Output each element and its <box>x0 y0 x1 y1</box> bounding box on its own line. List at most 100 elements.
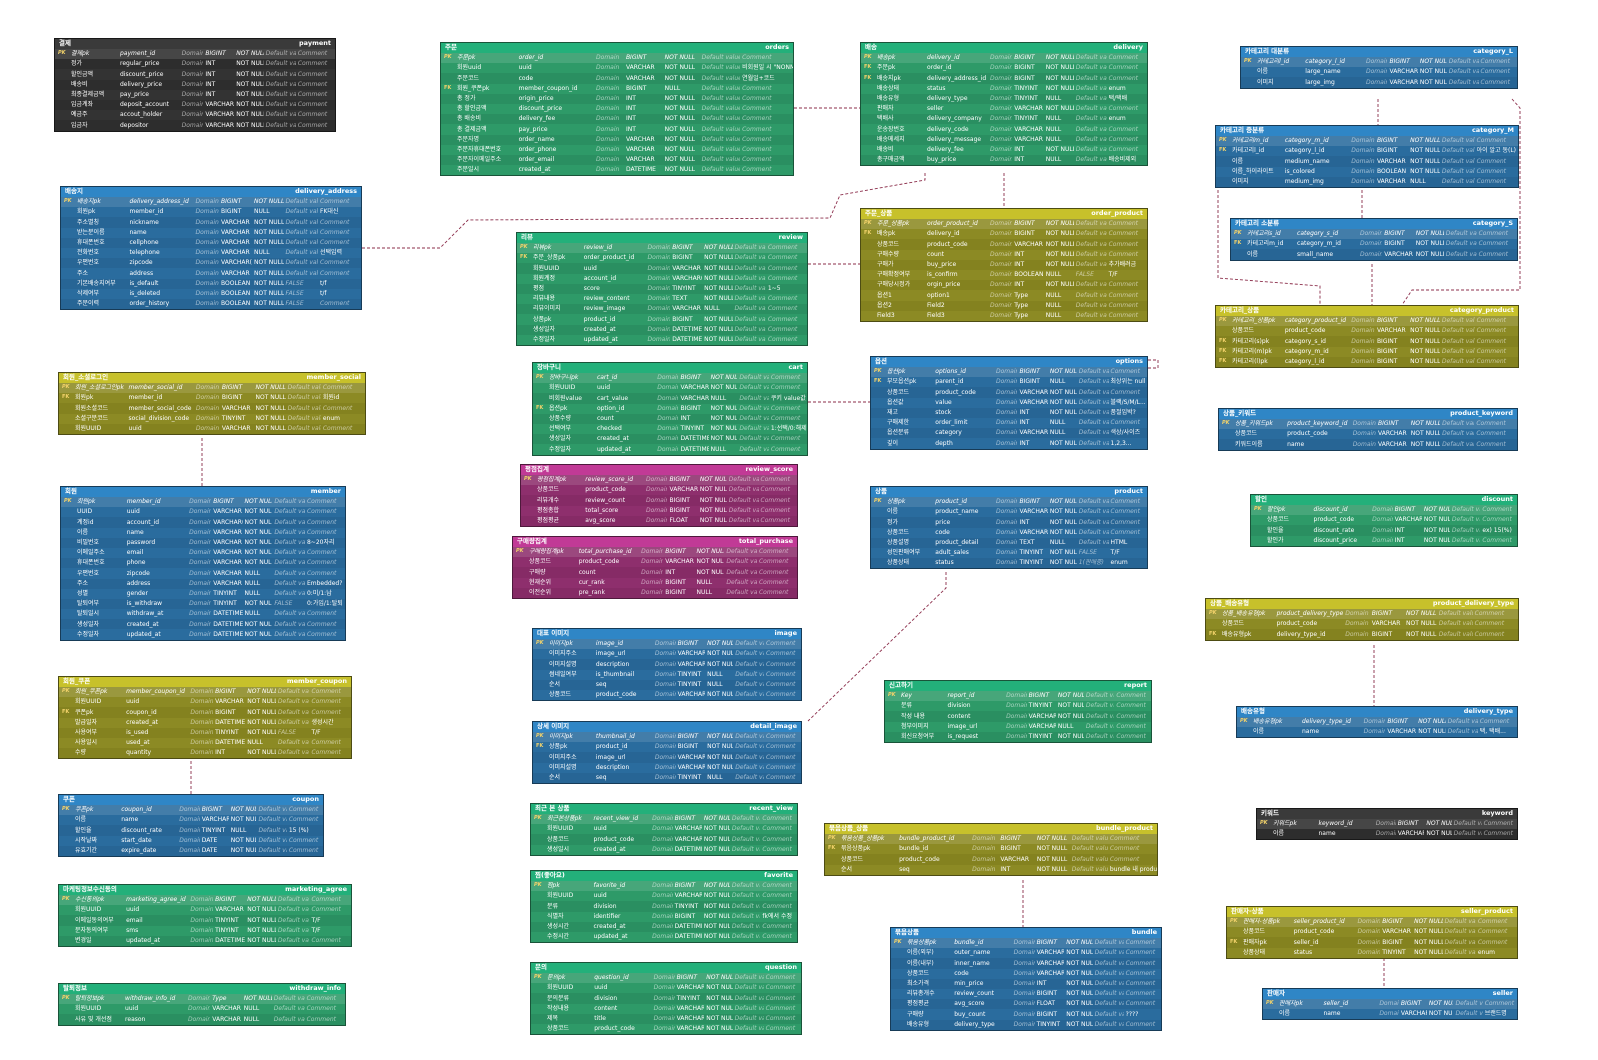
entity-bundle[interactable]: 묶음상품bundlePK묶음상품pkbundle_idDomainBIGINTN… <box>890 927 1162 1031</box>
entity-header[interactable]: 찜(좋아요)favorite <box>531 871 797 881</box>
entity-seller[interactable]: 판매자sellerPK판매자pkseller_idDomainBIGINTNOT… <box>1262 988 1518 1021</box>
column-row[interactable]: 이미지설명descriptionDomainVARCHARNOT NULLDef… <box>533 659 801 670</box>
column-row[interactable]: 식별자identifierDomainBIGINTNOT NULLDefault… <box>531 912 797 922</box>
column-row[interactable]: 할인율discount_rateDomainTINYINTNULLDefault… <box>59 825 323 836</box>
